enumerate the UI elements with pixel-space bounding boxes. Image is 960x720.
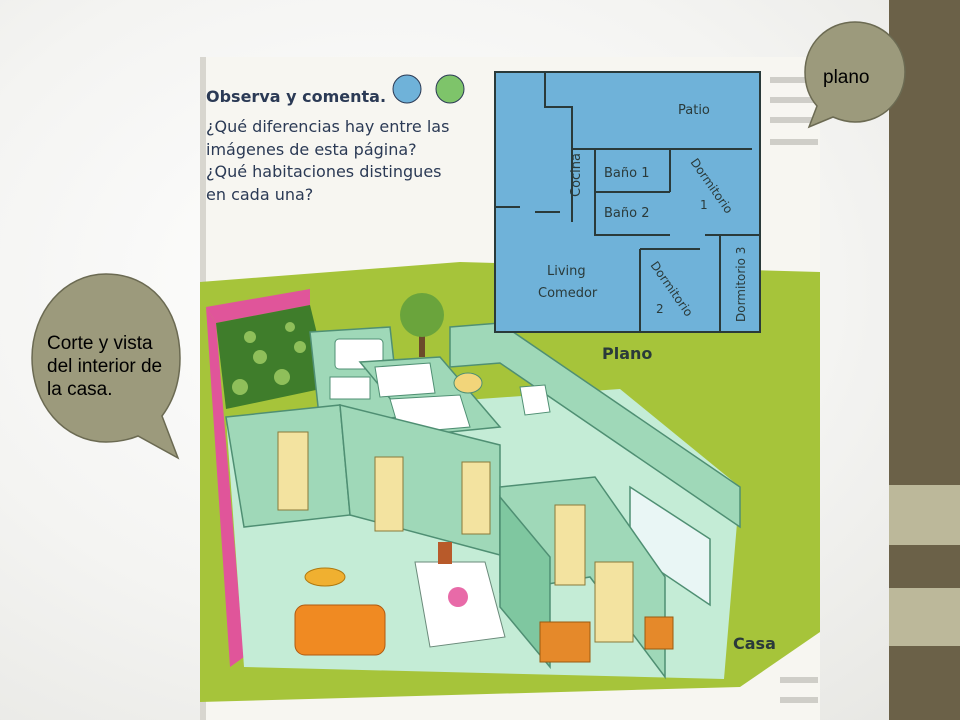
floor-plan: Patio Cocina Baño 1 Baño 2 Dormitorio 1 … [494, 71, 761, 333]
bed-2 [644, 616, 674, 650]
bedroom-door [554, 504, 586, 586]
right-accent-block-2 [889, 588, 960, 646]
plan-room-living: Living [547, 264, 586, 279]
bedroom-divider [499, 494, 551, 670]
plan-room-comedor: Comedor [538, 286, 598, 301]
house-illustration: Observa y comenta. ¿Qué diferencias hay … [200, 57, 820, 720]
middle-door-1 [374, 456, 404, 532]
left-door [277, 431, 309, 511]
plan-room-patio: Patio [678, 103, 710, 118]
sofa [294, 604, 386, 656]
bookshelf [594, 561, 634, 643]
bathroom-mirror [453, 372, 483, 394]
book-heading: Observa y comenta. [206, 87, 386, 106]
garden-plants [232, 322, 306, 395]
tree-trunk [419, 327, 425, 357]
window-1 [519, 384, 551, 416]
callout-corte: Corte y vista del interior de la casa. [28, 272, 198, 460]
bed-1 [539, 621, 591, 663]
plan-room-bano2: Baño 2 [604, 206, 649, 221]
question-line-2: imágenes de esta página? [206, 140, 417, 159]
plan-room-dormitorio2-number: 2 [656, 302, 664, 316]
question-line-1: ¿Qué diferencias hay entre las [206, 117, 449, 136]
callout-corte-shape [31, 273, 181, 460]
callout-plano-text: plano [823, 67, 870, 88]
chair-back [438, 542, 452, 564]
plan-room-dormitorio1-number: 1 [700, 198, 708, 212]
flower-vase [448, 587, 468, 607]
pink-back-wall [206, 289, 310, 323]
observe-icon [392, 74, 422, 104]
bathtub-1 [374, 362, 436, 398]
middle-door-2 [461, 461, 491, 535]
tree-crown [400, 293, 444, 337]
plan-room-bano1: Baño 1 [604, 166, 649, 181]
textbook-page-image: Observa y comenta. ¿Qué diferencias hay … [200, 57, 820, 720]
pink-left-wall [206, 307, 244, 667]
callout-corte-text: Corte y vista del interior de la casa. [47, 333, 163, 400]
kitchen-stove [329, 376, 371, 400]
question-line-3: ¿Qué habitaciones distingues [206, 162, 442, 181]
plan-room-cocina: Cocina [569, 153, 584, 197]
right-accent-block-1 [889, 485, 960, 545]
question-line-4: en cada una? [206, 185, 313, 204]
plan-caption: Plano [602, 344, 652, 363]
comment-icon [435, 74, 465, 104]
plan-outline [494, 71, 761, 333]
house-caption: Casa [733, 634, 776, 653]
callout-plano-shape [804, 21, 906, 129]
plan-room-dormitorio3: Dormitorio 3 [734, 247, 748, 322]
coffee-table [304, 567, 346, 587]
callout-plano: plano [803, 20, 907, 130]
